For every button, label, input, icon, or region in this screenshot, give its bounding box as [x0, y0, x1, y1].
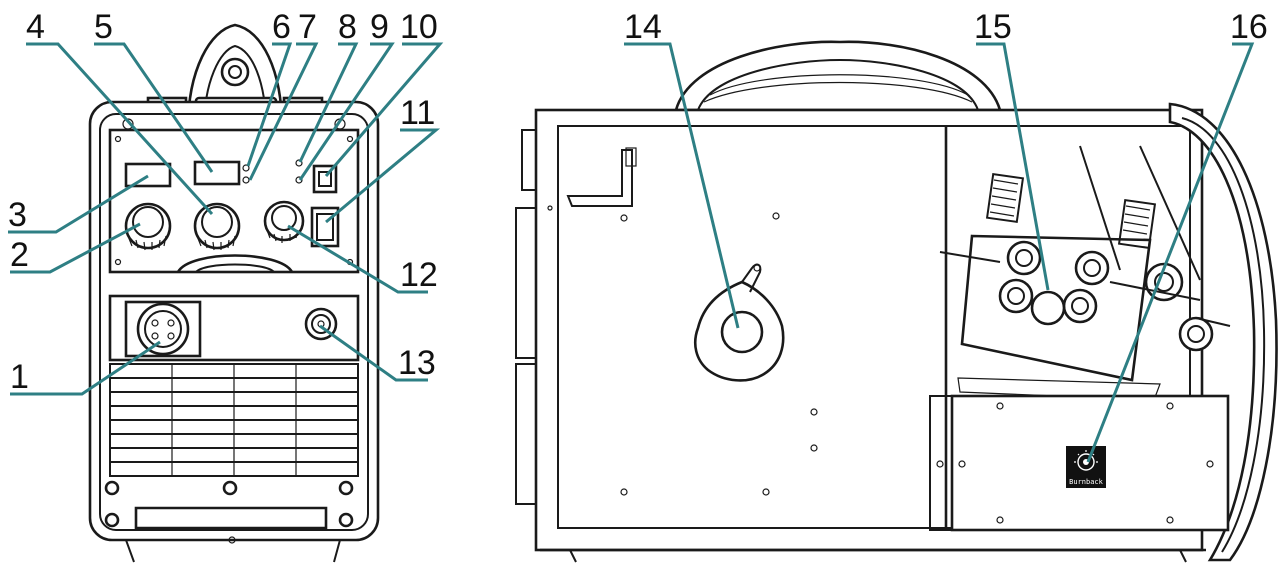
leader-10	[324, 42, 444, 177]
leader-9	[298, 42, 395, 181]
callout-2: 2	[10, 236, 29, 274]
callout-12: 12	[400, 256, 438, 294]
callout-14: 14	[624, 8, 662, 46]
leader-16	[1086, 42, 1255, 463]
burnback-badge: Burnback	[1066, 446, 1106, 488]
knob-middle	[193, 202, 241, 251]
callout-1: 1	[10, 358, 29, 396]
callout-8: 8	[338, 8, 357, 46]
callout-4: 4	[26, 8, 45, 46]
leader-12	[287, 224, 428, 294]
vent-grille	[109, 363, 359, 477]
callout-11: 11	[400, 94, 435, 132]
callout-5: 5	[94, 8, 113, 46]
spool-hub	[694, 263, 785, 382]
leader-15	[976, 42, 1050, 291]
wire-feeder	[939, 145, 1231, 401]
leader-1	[10, 340, 161, 396]
knob-left	[124, 202, 172, 251]
front-view	[88, 23, 380, 563]
leader-6	[246, 42, 293, 167]
leader-4	[26, 42, 214, 216]
callout-7: 7	[298, 8, 317, 46]
callout-6: 6	[272, 8, 291, 46]
callout-13: 13	[398, 344, 436, 382]
leader-13	[319, 324, 428, 382]
callout-9: 9	[370, 8, 389, 46]
leader-2	[10, 222, 141, 274]
callout-3: 3	[8, 196, 27, 234]
side-view: Burnback	[515, 40, 1278, 563]
callout-16: 16	[1230, 8, 1268, 46]
leader-3	[8, 174, 149, 234]
leader-lines	[8, 42, 1255, 463]
callout-numbers: 1 2 3 4 5 6 7 8 9 10 11 12 13 14 15 16	[8, 8, 1268, 396]
leader-14	[624, 42, 740, 329]
leader-11	[325, 128, 441, 224]
callout-10: 10	[400, 8, 438, 46]
callout-15: 15	[974, 8, 1012, 46]
leader-8	[298, 42, 359, 163]
display-left	[124, 162, 172, 188]
leader-7	[248, 42, 319, 181]
burnback-label: Burnback	[1069, 478, 1104, 486]
leader-5	[94, 42, 214, 173]
display-right	[193, 160, 241, 186]
